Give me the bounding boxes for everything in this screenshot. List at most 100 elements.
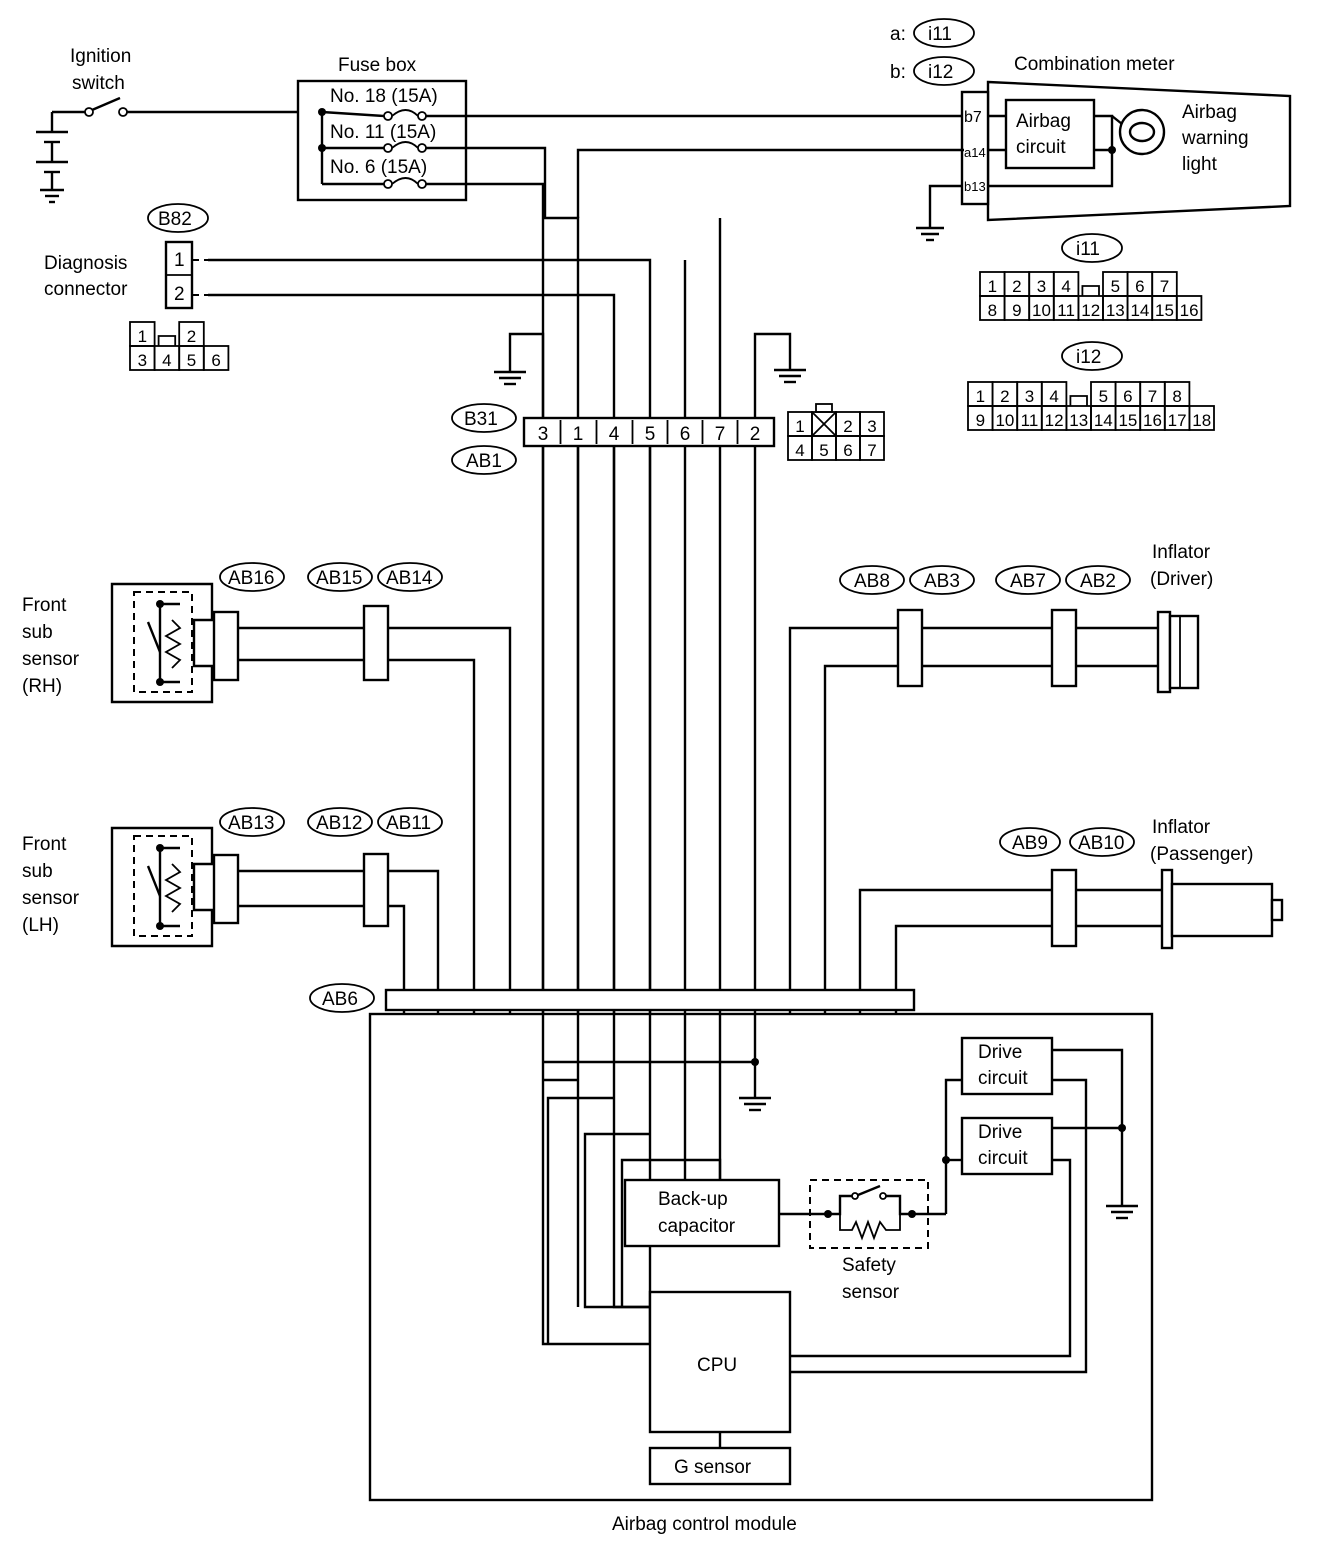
backup-capacitor-label: Back-up	[658, 1189, 728, 1210]
i12-face-pin-label: 12	[1045, 411, 1064, 430]
ab1-tag	[451, 445, 517, 475]
warning-light-bulb	[1111, 108, 1166, 156]
lh-sensor-label-3: sensor	[22, 888, 80, 909]
i11-tag	[913, 18, 975, 48]
ignition-switch-symbol	[52, 96, 322, 117]
i12-face-pin-label: 4	[1049, 387, 1058, 406]
i12-face-pin-label: 1	[976, 387, 985, 406]
airbag-circuit-label-2: circuit	[1016, 137, 1066, 158]
b82-face-lock	[157, 335, 177, 346]
i11-face-tag	[1061, 233, 1123, 263]
meter-a-label: a:	[890, 24, 906, 45]
ab6-connector	[384, 988, 916, 1012]
safety-sensor-internals	[810, 1184, 946, 1241]
i11-face-pin-label: 9	[1012, 301, 1021, 320]
meter-pin-b7: b7	[964, 109, 982, 126]
ab16-tag-text: AB16	[228, 568, 274, 589]
i11-face-lock	[1081, 285, 1100, 296]
b31-pin-label: 1	[573, 424, 584, 445]
drive-circuit-upper-label: Drive	[978, 1042, 1022, 1063]
i12-face-pin-label: 11	[1021, 411, 1039, 430]
i12-face-pin-label: 9	[976, 411, 985, 430]
i12-tag	[913, 56, 975, 86]
ab14-tag	[377, 562, 443, 592]
cpu-label: CPU	[697, 1355, 737, 1376]
ab9-tag	[999, 827, 1061, 857]
backup-capacitor-box	[623, 1178, 781, 1248]
ab8-tag	[839, 565, 905, 595]
i11-face-cell	[1175, 295, 1203, 321]
meter-b-label: b:	[890, 62, 906, 83]
i11-face-pin-label: 1	[988, 277, 997, 296]
b82-face-cell	[202, 345, 230, 371]
ab3-tag-text: AB3	[924, 571, 960, 592]
i12-face-pin-label: 13	[1069, 411, 1088, 430]
b31-pin-label: 4	[609, 424, 620, 445]
i12-face-pin-label: 5	[1099, 387, 1108, 406]
ab6-tag-text: AB6	[322, 989, 358, 1010]
ab9-tag-text: AB9	[1012, 833, 1048, 854]
ab7-tag-text: AB7	[1010, 571, 1046, 592]
module-ground	[739, 1096, 771, 1112]
warning-light-label-3: light	[1182, 154, 1218, 175]
i11-face-pin-label: 13	[1106, 301, 1125, 320]
i11-face-pin-label: 7	[1160, 277, 1169, 296]
b82-face-pin-label: 4	[162, 351, 171, 370]
i12-face-pin-label: 3	[1025, 387, 1034, 406]
i12-face-pin-label: 8	[1172, 387, 1181, 406]
i12-face-pin-label: 2	[1000, 387, 1009, 406]
inflator-driver-label: Inflator	[1152, 542, 1211, 563]
airbag-circuit-label: Airbag	[1016, 111, 1071, 132]
drive-circuit-upper-label-2: circuit	[978, 1068, 1028, 1089]
i12-tag-text: i12	[928, 62, 953, 83]
inflator-passenger-label: Inflator	[1152, 817, 1211, 838]
i11-face-pin-label: 14	[1130, 301, 1149, 320]
fuse-11-label: No. 11 (15A)	[330, 122, 436, 143]
b31-face-cell	[859, 435, 885, 461]
inflator-driver-label-2: (Driver)	[1150, 569, 1213, 590]
ab8-tag-text: AB8	[854, 571, 890, 592]
b31-pin-label: 7	[715, 424, 726, 445]
ab3-tag	[909, 565, 975, 595]
g-sensor-box	[648, 1446, 792, 1486]
ab1-tag-text: AB1	[466, 451, 502, 472]
b31-pin-label: 6	[680, 424, 691, 445]
airbag-circuit-box	[1004, 98, 1096, 170]
b31-face-pin-label: 6	[843, 441, 852, 460]
ground-b31-left	[494, 370, 526, 386]
i12-face-lock	[1069, 395, 1088, 406]
i12-face-pin-label: 17	[1168, 411, 1187, 430]
combination-meter-label: Combination meter	[1014, 54, 1175, 75]
meter-pin-a14: a14	[964, 145, 986, 160]
g-sensor-label: G sensor	[674, 1457, 752, 1478]
rh-sensor-label-4: (RH)	[22, 676, 62, 697]
b82-face-pin-label: 1	[138, 327, 147, 346]
ab12-ab11-connector	[362, 852, 390, 928]
i11-face-pin-label: 10	[1032, 301, 1051, 320]
i11-face-pin-label: 4	[1061, 277, 1070, 296]
battery-symbol	[36, 112, 68, 204]
i11-face-pin-label: 16	[1180, 301, 1199, 320]
lh-sensor-label-4: (LH)	[22, 915, 59, 936]
ab16-tag	[219, 562, 285, 592]
fuse-18-label: No. 18 (15A)	[330, 86, 438, 107]
ab15-ab14-connector	[362, 604, 390, 682]
warning-light-label-2: warning	[1181, 128, 1249, 149]
i11-face-tag-text: i11	[1076, 239, 1100, 260]
ignition-switch-label: Ignition	[70, 46, 131, 67]
drive-circuit-lower-label: Drive	[978, 1122, 1022, 1143]
b82-face-pin-label: 5	[187, 351, 196, 370]
b31-pin-label: 5	[645, 424, 656, 445]
b82-tag	[147, 203, 209, 233]
fuse-6-label: No. 6 (15A)	[330, 157, 427, 178]
control-module-label: Airbag control module	[612, 1514, 797, 1535]
meter-pin-b13: b13	[964, 179, 986, 194]
b31-pin-label: 3	[538, 424, 549, 445]
b31-face-pin-label: 2	[843, 417, 852, 436]
safety-sensor-label-2: sensor	[842, 1282, 900, 1303]
i12-face-pin-label: 14	[1094, 411, 1113, 430]
diagnosis-connector-label-2: connector	[44, 279, 128, 300]
drive-circuit-lower-label-2: circuit	[978, 1148, 1028, 1169]
